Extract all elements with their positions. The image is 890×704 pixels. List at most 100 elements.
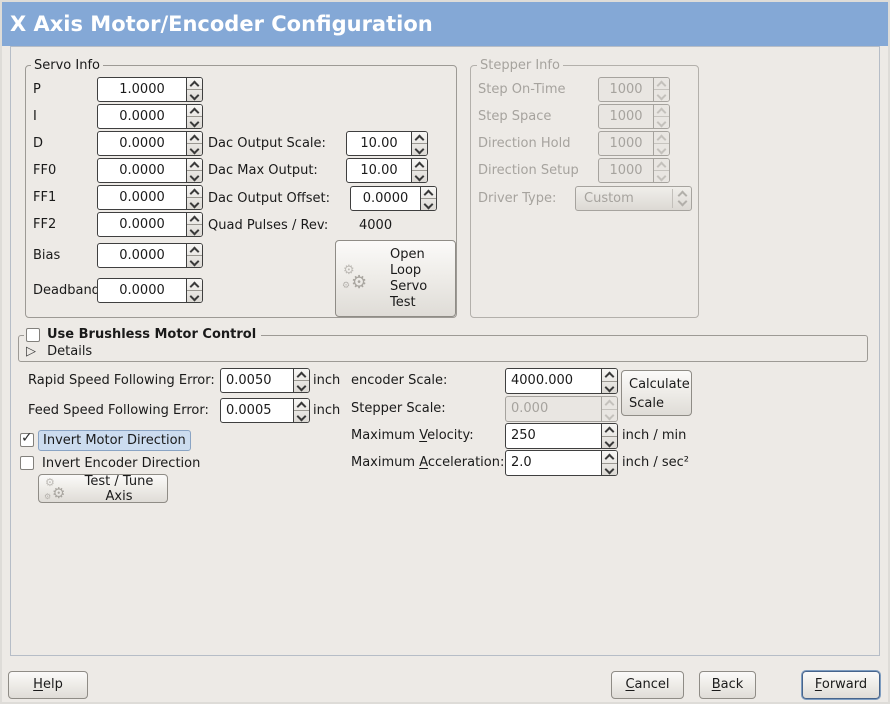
p-spinbox[interactable]: 1.0000 xyxy=(97,77,203,102)
ff1-spinbox[interactable]: 0.0000 xyxy=(97,185,203,210)
spinner-buttons xyxy=(601,369,617,393)
spinner-buttons xyxy=(186,78,202,101)
spin-up-button[interactable] xyxy=(187,244,202,257)
ff0-spinbox[interactable]: 0.0000 xyxy=(97,158,203,183)
dac-output-offset-value[interactable]: 0.0000 xyxy=(362,191,409,206)
spin-down-button[interactable] xyxy=(187,290,202,302)
dac-output-scale-value[interactable]: 10.00 xyxy=(360,136,398,151)
d-value[interactable]: 0.0000 xyxy=(119,136,165,151)
ff1-value[interactable]: 0.0000 xyxy=(119,190,165,205)
max-velocity-spinbox[interactable]: 250 xyxy=(505,423,618,449)
dac-max-output-value[interactable]: 10.00 xyxy=(360,163,398,178)
spin-down-button[interactable] xyxy=(294,410,309,422)
deadband-value[interactable]: 0.0000 xyxy=(119,283,165,298)
direction-setup-label: Direction Setup xyxy=(478,163,579,178)
spin-down-button[interactable] xyxy=(294,380,309,392)
spin-down-button[interactable] xyxy=(187,170,202,182)
content-frame xyxy=(10,46,880,656)
spin-up-button[interactable] xyxy=(602,424,617,437)
spin-up-button[interactable] xyxy=(187,213,202,226)
invert-encoder-label[interactable]: Invert Encoder Direction xyxy=(42,456,201,471)
step-space-value: 1000 xyxy=(609,109,643,124)
spin-down-button xyxy=(602,408,617,422)
feed-following-error-spinbox[interactable]: 0.0005 xyxy=(220,398,310,423)
spin-up-button[interactable] xyxy=(602,369,617,382)
spin-up-button[interactable] xyxy=(421,187,436,200)
spin-up-button[interactable] xyxy=(187,279,202,292)
brushless-label: Use Brushless Motor Control xyxy=(47,327,257,342)
max-velocity-value[interactable]: 250 xyxy=(511,428,536,443)
help-button[interactable]: Help xyxy=(8,671,88,699)
rapid-following-error-value[interactable]: 0.0050 xyxy=(226,373,272,388)
spin-down-button[interactable] xyxy=(602,435,617,449)
ff2-value[interactable]: 0.0000 xyxy=(119,217,165,232)
spin-down-button[interactable] xyxy=(421,198,436,210)
spin-down-button xyxy=(654,116,669,128)
max-acceleration-value[interactable]: 2.0 xyxy=(511,455,532,470)
direction-setup-value: 1000 xyxy=(609,163,643,178)
stepper-info-title: Stepper Info xyxy=(477,58,563,73)
invert-encoder-checkbox[interactable] xyxy=(20,456,34,470)
spinner-buttons xyxy=(186,244,202,267)
spin-down-button[interactable] xyxy=(187,143,202,155)
brushless-checkbox-row[interactable]: Use Brushless Motor Control xyxy=(24,326,262,343)
deadband-spinbox[interactable]: 0.0000 xyxy=(97,278,203,303)
calculate-scale-button[interactable]: Calculate Scale xyxy=(621,370,692,416)
details-expander[interactable]: ▷ Details xyxy=(26,343,92,360)
dac-output-offset-spinbox[interactable]: 0.0000 xyxy=(350,186,437,211)
spin-down-button[interactable] xyxy=(602,380,617,394)
spin-up-button[interactable] xyxy=(294,399,309,412)
spin-up-button[interactable] xyxy=(187,159,202,172)
spin-down-button[interactable] xyxy=(602,462,617,476)
spin-up-button[interactable] xyxy=(187,132,202,145)
p-value[interactable]: 1.0000 xyxy=(119,82,165,97)
dac-output-scale-label: Dac Output Scale: xyxy=(208,136,326,151)
spin-down-button[interactable] xyxy=(412,170,427,182)
expander-collapsed-icon[interactable]: ▷ xyxy=(26,344,36,359)
ff0-value[interactable]: 0.0000 xyxy=(119,163,165,178)
rapid-following-error-label: Rapid Speed Following Error: xyxy=(28,373,215,388)
spin-down-button[interactable] xyxy=(187,89,202,101)
d-spinbox[interactable]: 0.0000 xyxy=(97,131,203,156)
spin-up-button[interactable] xyxy=(187,105,202,118)
max-acceleration-unit: inch / sec² xyxy=(622,455,690,470)
spin-down-button[interactable] xyxy=(187,255,202,267)
test-tune-axis-button[interactable]: ⚙ ⚙ ⚙ Test / Tune Axis xyxy=(38,474,168,504)
forward-button[interactable]: Forward xyxy=(802,671,880,699)
driver-type-combobox: Custom xyxy=(575,186,692,211)
cancel-button[interactable]: Cancel xyxy=(611,671,684,699)
dac-max-output-spinbox[interactable]: 10.00 xyxy=(346,158,428,183)
rapid-following-error-spinbox[interactable]: 0.0050 xyxy=(220,368,310,393)
spin-up-button[interactable] xyxy=(602,451,617,464)
spin-up-button[interactable] xyxy=(294,369,309,382)
ff2-spinbox[interactable]: 0.0000 xyxy=(97,212,203,237)
spin-up-button[interactable] xyxy=(187,186,202,199)
spinner-buttons xyxy=(601,424,617,448)
open-loop-servo-test-button[interactable]: ⚙ ⚙ ⚙ Open Loop Servo Test xyxy=(335,240,456,317)
stepper-scale-spinbox: 0.000 xyxy=(505,396,618,422)
spin-up-button[interactable] xyxy=(412,132,427,145)
back-button[interactable]: Back xyxy=(699,671,756,699)
spinner-buttons xyxy=(653,132,669,155)
bias-value[interactable]: 0.0000 xyxy=(119,248,165,263)
invert-motor-label[interactable]: Invert Motor Direction xyxy=(38,430,191,451)
quad-pulses-value: 4000 xyxy=(359,218,393,233)
spin-down-button[interactable] xyxy=(187,116,202,128)
encoder-scale-spinbox[interactable]: 4000.000 xyxy=(505,368,618,394)
spin-down-button[interactable] xyxy=(187,197,202,209)
bias-spinbox[interactable]: 0.0000 xyxy=(97,243,203,268)
brushless-checkbox[interactable] xyxy=(26,327,40,342)
spin-up-button[interactable] xyxy=(412,159,427,172)
spin-down-button[interactable] xyxy=(187,224,202,236)
i-spinbox[interactable]: 0.0000 xyxy=(97,104,203,129)
i-value[interactable]: 0.0000 xyxy=(119,109,165,124)
spin-down-button[interactable] xyxy=(412,143,427,155)
direction-setup-spinbox: 1000 xyxy=(598,158,670,183)
spin-up-button xyxy=(654,159,669,172)
invert-motor-checkbox[interactable]: ✓ xyxy=(20,430,34,447)
dac-output-scale-spinbox[interactable]: 10.00 xyxy=(346,131,428,156)
feed-following-error-value[interactable]: 0.0005 xyxy=(226,403,272,418)
spin-up-button[interactable] xyxy=(187,78,202,91)
encoder-scale-value[interactable]: 4000.000 xyxy=(511,373,574,388)
max-acceleration-spinbox[interactable]: 2.0 xyxy=(505,450,618,476)
